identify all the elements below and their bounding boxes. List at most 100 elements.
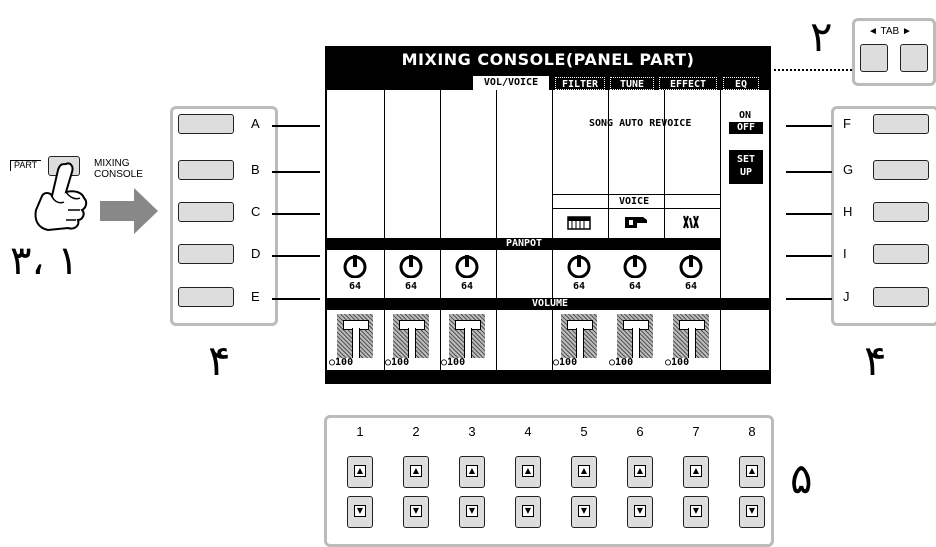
up-button-1[interactable]: ▲ [347, 456, 373, 488]
panpot-bar: PANPOT [327, 238, 721, 250]
side-button-b[interactable] [178, 160, 234, 180]
pointing-hand-icon [26, 158, 102, 240]
side-button-j[interactable] [873, 287, 929, 307]
volume-fader[interactable] [449, 314, 485, 358]
set-up-line-1: SET [729, 153, 763, 166]
volume-fader[interactable] [617, 314, 653, 358]
step-2-label: ۲ [810, 16, 833, 58]
volume-number: 100 [335, 357, 353, 368]
down-button-8[interactable]: ▼ [739, 496, 765, 528]
up-arrow-icon: ▲ [578, 465, 590, 477]
down-button-4[interactable]: ▼ [515, 496, 541, 528]
down-button-1[interactable]: ▼ [347, 496, 373, 528]
side-button-e[interactable] [178, 287, 234, 307]
guitar-voice-icon[interactable] [623, 214, 649, 230]
pan-knob[interactable] [399, 254, 423, 278]
pan-value: 64 [615, 281, 655, 292]
down-button-7[interactable]: ▼ [683, 496, 709, 528]
tab-left-button[interactable] [860, 44, 888, 72]
up-arrow-icon: ▲ [690, 465, 702, 477]
button-leader-line [786, 213, 832, 215]
column-divider [496, 90, 497, 370]
volume-value: ○100 [609, 357, 633, 368]
volume-number: 100 [391, 357, 409, 368]
volume-fader[interactable] [337, 314, 373, 358]
tab-effect[interactable]: EFFECT [659, 77, 717, 90]
tab-filter[interactable]: FILTER [555, 77, 605, 90]
voice-rule [553, 194, 721, 195]
pan-knob[interactable] [455, 254, 479, 278]
button-leader-line [272, 298, 320, 300]
down-button-3[interactable]: ▼ [459, 496, 485, 528]
up-button-6[interactable]: ▲ [627, 456, 653, 488]
pan-value: 64 [391, 281, 431, 292]
tab-label: ◄ TAB ► [868, 26, 912, 37]
keyboard-voice-icon[interactable] [567, 216, 591, 230]
volume-number: 100 [615, 357, 633, 368]
up-button-2[interactable]: ▲ [403, 456, 429, 488]
step-1-3-label: ۳، ۱ [10, 240, 79, 282]
side-button-c[interactable] [178, 202, 234, 222]
down-button-5[interactable]: ▼ [571, 496, 597, 528]
side-button-letter: H [843, 204, 852, 219]
down-button-6[interactable]: ▼ [627, 496, 653, 528]
side-button-g[interactable] [873, 160, 929, 180]
up-button-7[interactable]: ▲ [683, 456, 709, 488]
side-button-d[interactable] [178, 244, 234, 264]
column-divider [720, 90, 721, 370]
number-label: 5 [571, 424, 597, 439]
button-leader-line [786, 255, 832, 257]
down-button-2[interactable]: ▼ [403, 496, 429, 528]
side-button-letter: I [843, 246, 847, 261]
up-button-5[interactable]: ▲ [571, 456, 597, 488]
column-divider [608, 90, 609, 238]
pan-value: 64 [447, 281, 487, 292]
fader-stem [632, 328, 640, 358]
strings-voice-icon[interactable] [679, 214, 705, 230]
button-leader-line [786, 171, 832, 173]
tab-tune[interactable]: TUNE [610, 77, 654, 90]
screen-title: MIXING CONSOLE(PANEL PART) [327, 48, 769, 74]
fader-stem [688, 328, 696, 358]
volume-value: ○100 [329, 357, 353, 368]
set-up-button[interactable]: SET UP [729, 150, 763, 184]
side-button-letter: A [251, 116, 260, 131]
number-label: 1 [347, 424, 373, 439]
tab-eq[interactable]: EQ [723, 77, 759, 90]
side-button-letter: J [843, 289, 850, 304]
button-leader-line [272, 171, 320, 173]
side-button-h[interactable] [873, 202, 929, 222]
pan-knob[interactable] [343, 254, 367, 278]
pan-value: 64 [671, 281, 711, 292]
number-label: 6 [627, 424, 653, 439]
off-indicator[interactable]: OFF [729, 122, 763, 134]
side-button-letter: E [251, 289, 260, 304]
volume-value: ○100 [441, 357, 465, 368]
up-arrow-icon: ▲ [466, 465, 478, 477]
up-button-4[interactable]: ▲ [515, 456, 541, 488]
side-button-f[interactable] [873, 114, 929, 134]
side-button-letter: C [251, 204, 260, 219]
volume-fader[interactable] [561, 314, 597, 358]
volume-fader[interactable] [673, 314, 709, 358]
pan-knob[interactable] [623, 254, 647, 278]
tab-right-button[interactable] [900, 44, 928, 72]
up-arrow-icon: ▲ [522, 465, 534, 477]
button-leader-line [786, 298, 832, 300]
panpot-label: PANPOT [506, 238, 542, 249]
up-arrow-icon: ▲ [634, 465, 646, 477]
fader-stem [576, 328, 584, 358]
side-button-i[interactable] [873, 244, 929, 264]
up-button-3[interactable]: ▲ [459, 456, 485, 488]
up-button-8[interactable]: ▲ [739, 456, 765, 488]
column-divider [440, 90, 441, 370]
side-button-a[interactable] [178, 114, 234, 134]
fader-stem [408, 328, 416, 358]
number-label: 4 [515, 424, 541, 439]
volume-fader[interactable] [393, 314, 429, 358]
down-arrow-icon: ▼ [522, 505, 534, 517]
pan-knob[interactable] [567, 254, 591, 278]
arrow-right-icon [100, 188, 160, 234]
pan-knob[interactable] [679, 254, 703, 278]
tab-vol-voice[interactable]: VOL/VOICE [473, 76, 549, 90]
